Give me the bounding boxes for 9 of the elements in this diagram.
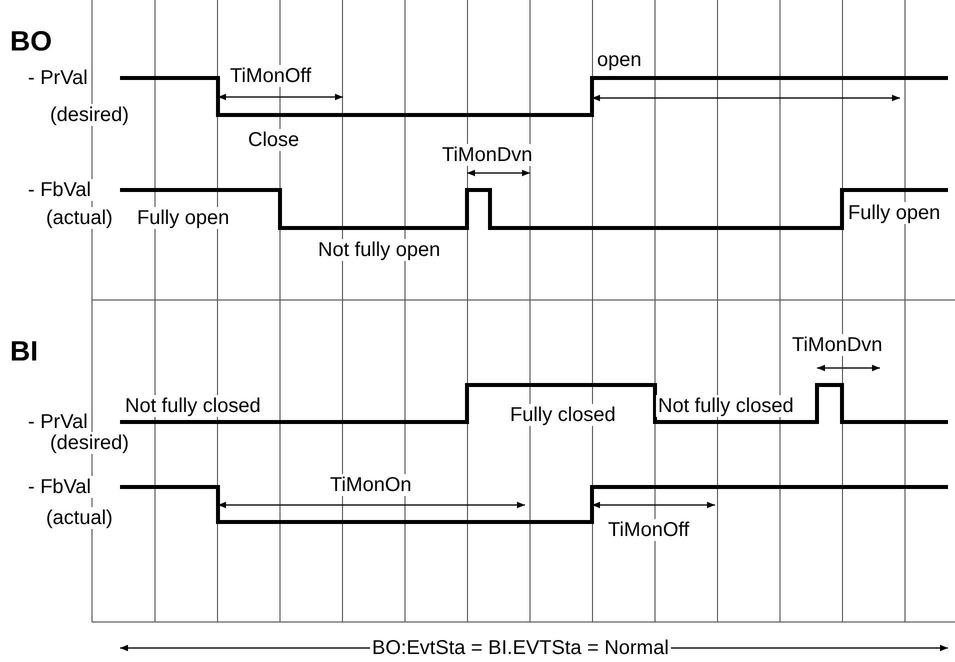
signal-name: (desired) <box>48 104 131 126</box>
time-label: TiMonDvn <box>440 144 534 166</box>
time-label: TiMonOff <box>606 519 692 541</box>
state-label: Close <box>246 129 302 151</box>
signal-name: (desired) <box>48 432 131 454</box>
signal-name: - FbVal <box>26 476 93 498</box>
signal-name: - FbVal <box>26 179 93 201</box>
time-label: TiMonDvn <box>790 334 884 356</box>
time-label: TiMonOff <box>228 65 314 87</box>
